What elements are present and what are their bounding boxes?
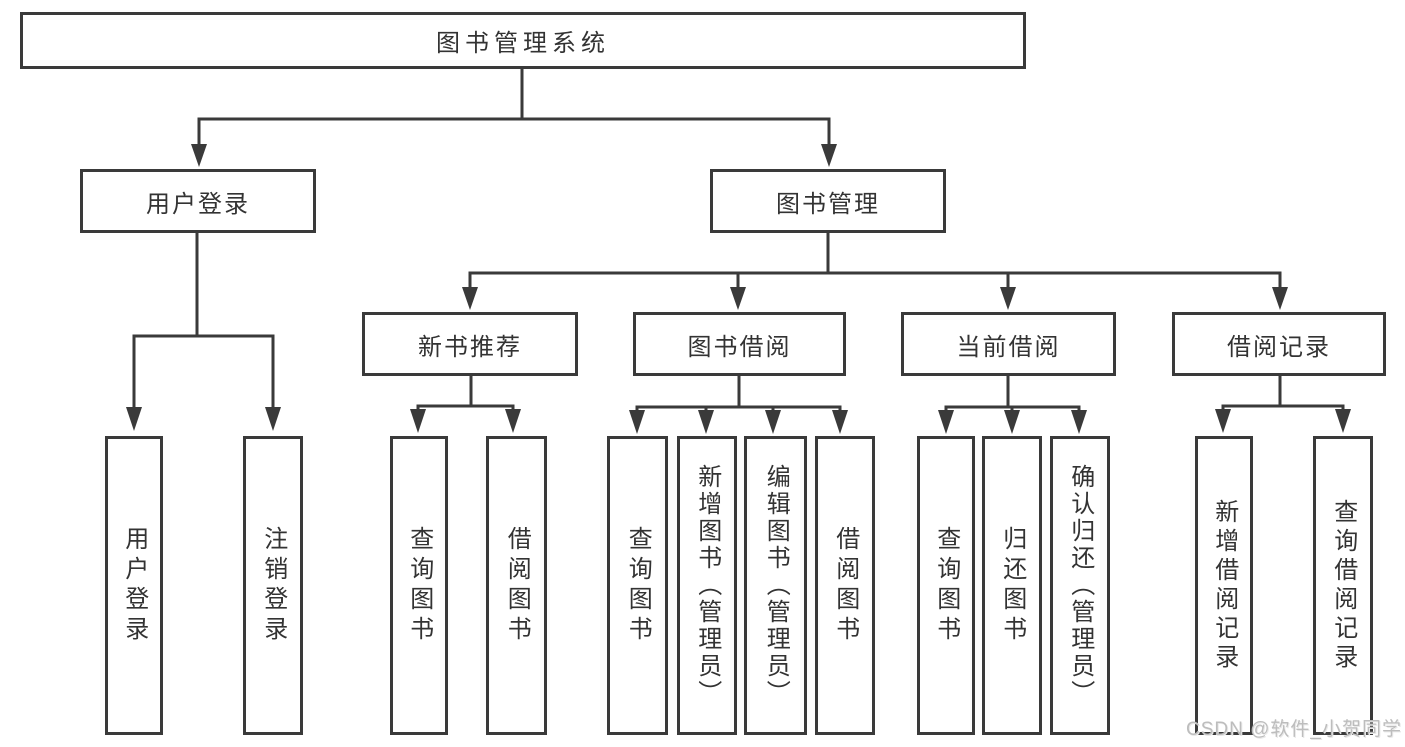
leaf-borrow-books-1: 借阅图书 <box>486 436 547 735</box>
node-book-management-label: 图书管理 <box>776 190 880 218</box>
leaf-query-books-2-label: 查询图书 <box>624 525 652 646</box>
arrowhead <box>1272 287 1288 310</box>
arrowhead <box>730 287 746 310</box>
arrowhead <box>462 287 478 310</box>
node-new-book-recommend: 新书推荐 <box>362 312 578 376</box>
leaf-query-books-2: 查询图书 <box>607 436 668 735</box>
node-user-login-label: 用户登录 <box>146 190 250 218</box>
leaf-query-books-1: 查询图书 <box>390 436 448 735</box>
leaf-borrow-books-2-label: 借阅图书 <box>831 525 859 646</box>
node-book-management: 图书管理 <box>710 169 946 233</box>
arrowhead <box>1071 410 1087 434</box>
node-current-borrow-label: 当前借阅 <box>956 333 1061 361</box>
leaf-return-books-label: 归还图书 <box>998 525 1026 646</box>
node-root-label: 图书管理系统 <box>436 30 610 57</box>
leaf-add-borrow-record-label: 新增借阅记录 <box>1210 498 1238 673</box>
node-new-book-recommend-label: 新书推荐 <box>418 333 522 361</box>
arrowhead <box>1335 409 1351 433</box>
leaf-query-books-1-label: 查询图书 <box>405 525 433 646</box>
leaf-user-login-label: 用户登录 <box>120 525 148 646</box>
leaf-query-borrow-record-label: 查询借阅记录 <box>1329 498 1357 673</box>
arrowhead <box>821 144 837 167</box>
arrowhead <box>1215 409 1231 433</box>
arrowhead <box>410 409 426 433</box>
leaf-add-book-admin-label: 新增图书（管理员） <box>693 464 721 707</box>
arrowhead <box>629 410 645 434</box>
arrowhead <box>191 144 207 167</box>
node-current-borrow: 当前借阅 <box>901 312 1116 376</box>
leaf-return-books: 归还图书 <box>982 436 1042 735</box>
node-borrow-records: 借阅记录 <box>1172 312 1386 376</box>
connector-currentborrow-to-leaves <box>944 375 1081 414</box>
arrowhead <box>1000 287 1016 310</box>
leaf-borrow-books-2: 借阅图书 <box>815 436 875 735</box>
leaf-logout: 注销登录 <box>243 436 303 735</box>
arrowhead <box>265 407 281 431</box>
leaf-logout-label: 注销登录 <box>259 525 287 646</box>
connector-root-to-level2 <box>197 67 831 147</box>
arrowhead <box>938 410 954 434</box>
leaf-add-book-admin: 新增图书（管理员） <box>677 436 737 735</box>
leaf-borrow-books-1-label: 借阅图书 <box>503 525 531 646</box>
arrowhead <box>698 410 714 434</box>
leaf-confirm-return-admin: 确认归还（管理员） <box>1050 436 1110 735</box>
leaf-query-borrow-record: 查询借阅记录 <box>1313 436 1373 735</box>
leaf-edit-book-admin-label: 编辑图书（管理员） <box>762 464 790 707</box>
leaf-add-borrow-record: 新增借阅记录 <box>1195 436 1253 735</box>
connector-bookmgmt-to-level3 <box>468 231 1282 291</box>
connector-borrowrecords-to-leaves <box>1221 375 1345 413</box>
connector-bookborrow-to-leaves <box>635 375 842 414</box>
leaf-confirm-return-admin-label: 确认归还（管理员） <box>1066 464 1094 707</box>
arrowhead <box>765 410 781 434</box>
arrowhead <box>1004 410 1020 434</box>
leaf-query-books-3-label: 查询图书 <box>932 525 960 646</box>
arrowhead <box>126 407 142 431</box>
leaf-query-books-3: 查询图书 <box>917 436 975 735</box>
node-borrow-records-label: 借阅记录 <box>1227 333 1331 361</box>
node-root: 图书管理系统 <box>20 12 1026 69</box>
node-book-borrow-label: 图书借阅 <box>687 333 792 361</box>
arrowhead <box>832 410 848 434</box>
node-book-borrow: 图书借阅 <box>633 312 846 376</box>
connector-userlogin-to-leaves <box>132 231 275 411</box>
csdn-watermark: CSDN @软件_小贺同学 <box>1186 719 1402 740</box>
leaf-user-login: 用户登录 <box>105 436 163 735</box>
connector-newbook-to-leaves <box>416 373 515 413</box>
leaf-edit-book-admin: 编辑图书（管理员） <box>744 436 807 735</box>
arrowhead <box>505 409 521 433</box>
node-user-login: 用户登录 <box>80 169 316 233</box>
